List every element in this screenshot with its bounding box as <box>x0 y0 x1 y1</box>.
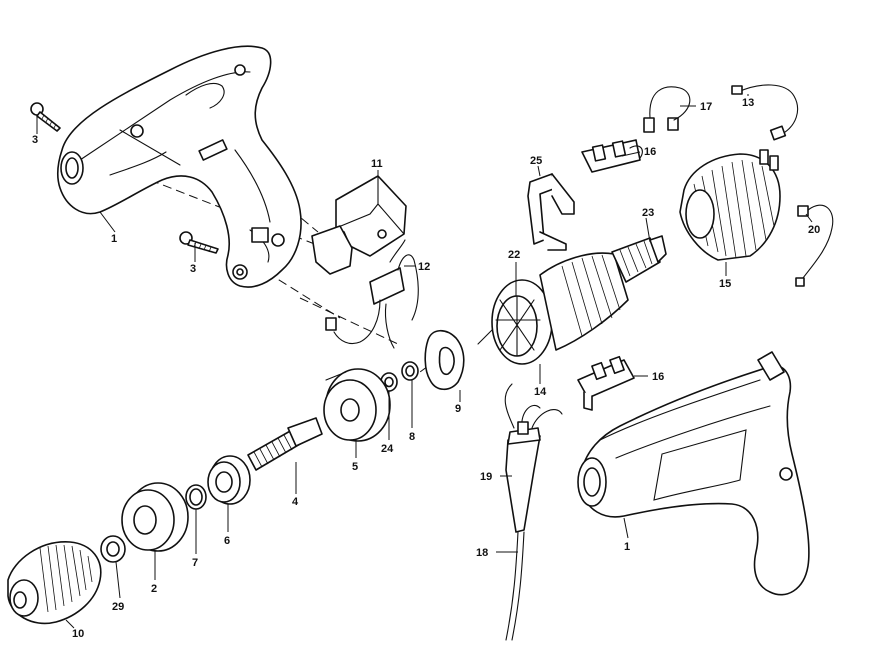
label-part-3-upper: 3 <box>32 134 38 146</box>
circlip <box>185 484 207 510</box>
gear-housing-ring <box>121 482 189 552</box>
capacitor <box>325 239 419 349</box>
carbon-brush-holder-lower <box>577 355 635 411</box>
power-cable <box>505 531 525 641</box>
spindle <box>247 417 323 471</box>
armature <box>477 235 667 365</box>
label-part-3-lower: 3 <box>190 263 196 275</box>
label-part-15: 15 <box>719 278 731 290</box>
part-number-labels: 3 1 3 11 12 9 8 24 5 4 6 7 2 29 10 25 22… <box>32 97 820 640</box>
bearing-plate <box>424 329 465 391</box>
screw-upper <box>30 102 61 132</box>
chuck-washer <box>100 535 126 563</box>
label-part-4: 4 <box>292 496 299 508</box>
label-part-20: 20 <box>808 224 820 236</box>
label-part-10: 10 <box>72 628 84 640</box>
brush-holder-bracket <box>527 173 575 251</box>
label-part-14: 14 <box>534 386 547 398</box>
carbon-brush-holder-upper <box>581 139 643 173</box>
bushing <box>401 361 419 381</box>
gear-wheel <box>323 368 391 442</box>
cable-guard <box>504 383 563 533</box>
label-part-13: 13 <box>742 97 754 109</box>
connecting-wire-long <box>731 84 799 141</box>
housing-half-left <box>57 45 302 288</box>
field-stator <box>679 149 781 261</box>
label-part-9: 9 <box>455 403 461 415</box>
ball-bearing <box>207 455 251 505</box>
leader-lines <box>36 94 813 629</box>
label-part-24: 24 <box>381 443 394 455</box>
label-part-17: 17 <box>700 101 712 113</box>
label-part-29: 29 <box>112 601 124 613</box>
trigger-switch <box>311 175 407 275</box>
label-part-5: 5 <box>352 461 358 473</box>
label-part-16-upper: 16 <box>644 146 656 158</box>
label-part-2: 2 <box>151 583 157 595</box>
label-part-19: 19 <box>480 471 492 483</box>
housing-half-right <box>577 351 810 596</box>
label-part-1-right: 1 <box>624 541 630 553</box>
label-part-7: 7 <box>192 557 198 569</box>
label-part-25: 25 <box>530 155 542 167</box>
label-part-22: 22 <box>508 249 520 261</box>
label-part-11: 11 <box>371 158 383 170</box>
label-part-12: 12 <box>418 261 430 273</box>
connecting-wire-stator <box>795 204 834 287</box>
label-part-16-lower: 16 <box>652 371 664 383</box>
label-part-18: 18 <box>476 547 488 559</box>
label-part-1-left: 1 <box>111 233 117 245</box>
connecting-wire-short <box>643 86 691 133</box>
label-part-6: 6 <box>224 535 230 547</box>
screw-lower <box>179 231 219 254</box>
label-part-23: 23 <box>642 207 654 219</box>
drill-chuck <box>7 541 102 625</box>
label-part-8: 8 <box>409 431 415 443</box>
